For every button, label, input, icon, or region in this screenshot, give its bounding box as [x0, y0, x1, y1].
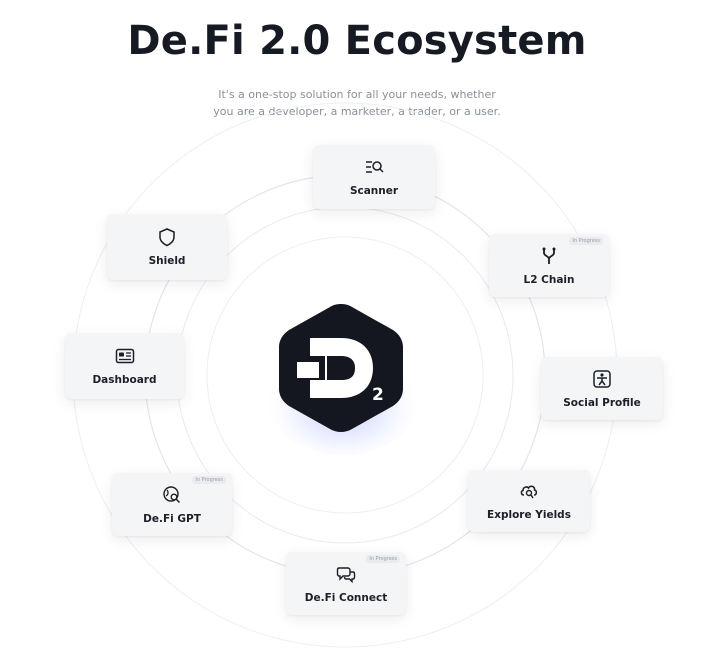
subtitle-line-2: you are a developer, a marketer, a trade…: [213, 105, 501, 118]
fork-icon: [542, 247, 556, 264]
status-badge: In Progress: [192, 476, 226, 484]
status-badge: In Progress: [569, 237, 603, 245]
card-l2-chain[interactable]: In Progress L2 Chain: [489, 234, 609, 297]
card-defi-gpt[interactable]: In Progress De.Fi GPT: [112, 473, 232, 536]
globe-search-icon: [163, 485, 181, 503]
person-icon: [593, 369, 611, 388]
card-label-explore-yields: Explore Yields: [487, 509, 571, 521]
subtitle-line-1: It's a one-stop solution for all your ne…: [218, 88, 496, 101]
card-shield[interactable]: Shield: [107, 214, 227, 280]
card-label-social-profile: Social Profile: [563, 396, 641, 409]
id-card-icon: [115, 348, 134, 364]
card-explore-yields[interactable]: Explore Yields: [468, 470, 590, 532]
core-ring: [206, 236, 484, 514]
logo-subscript: 2: [372, 385, 384, 405]
card-label-scanner: Scanner: [349, 185, 399, 197]
card-label-dashboard: Dashboard: [92, 374, 157, 386]
scanner-icon: [366, 161, 384, 173]
card-dashboard[interactable]: Dashboard: [65, 333, 184, 399]
chat-icon: [336, 566, 356, 583]
card-defi-connect[interactable]: In Progress De.Fi Connect: [286, 552, 406, 615]
card-label-defi-connect: De.Fi Connect: [304, 591, 388, 604]
defi-logo-icon: 2: [279, 304, 403, 432]
card-label-l2-chain: L2 Chain: [523, 273, 575, 286]
card-label-shield: Shield: [148, 255, 186, 267]
shield-icon: [159, 228, 175, 247]
card-social-profile[interactable]: Social Profile: [541, 357, 663, 420]
card-scanner[interactable]: Scanner: [313, 145, 435, 209]
defi-logo: 2: [275, 300, 407, 436]
status-badge: In Progress: [366, 555, 400, 563]
card-label-defi-gpt: De.Fi GPT: [143, 512, 201, 525]
page-subtitle: It's a one-stop solution for all your ne…: [0, 86, 714, 120]
page-title: De.Fi 2.0 Ecosystem: [127, 18, 587, 64]
cloud-search-icon: [520, 485, 538, 499]
